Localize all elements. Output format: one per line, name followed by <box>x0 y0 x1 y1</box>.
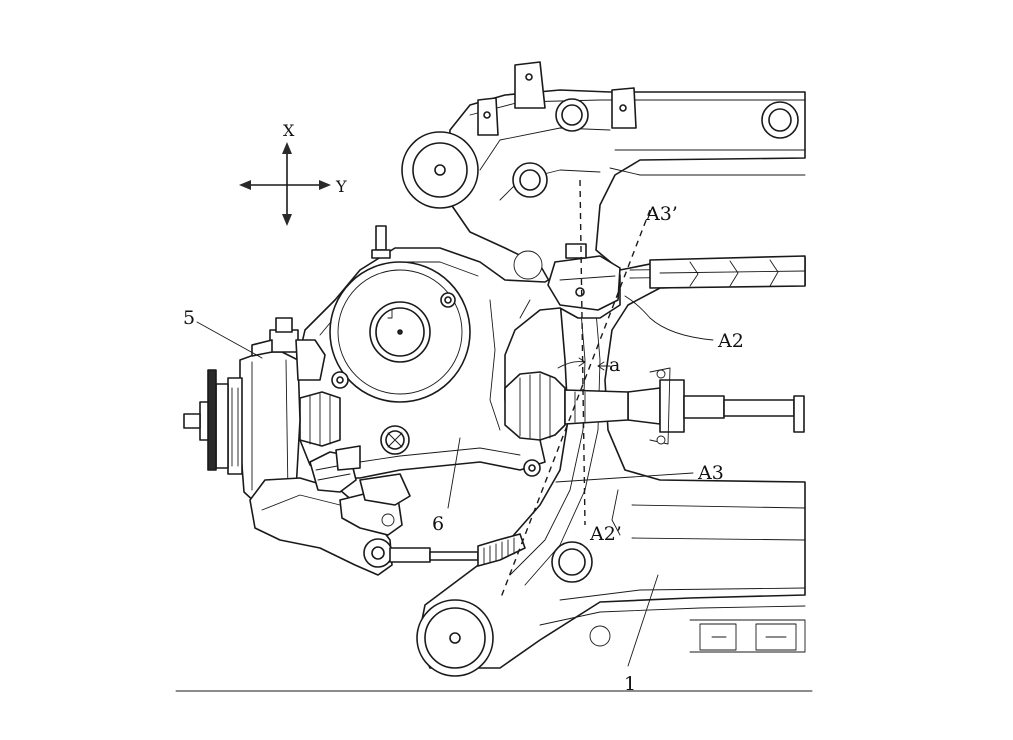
upper-mount <box>547 243 621 311</box>
callout-labels: 5 6 1 A2 A3 A2’ A3’ a <box>183 203 744 695</box>
angle-marker <box>557 357 611 371</box>
axis-y-label: Y <box>335 177 347 196</box>
cv-boot <box>299 371 629 447</box>
label-a2-prime: A2’ <box>589 523 622 545</box>
label-part-1: 1 <box>624 673 636 695</box>
label-a3-prime: A3’ <box>645 203 678 225</box>
subframe <box>401 61 806 677</box>
coordinate-axes: X Y <box>239 121 347 226</box>
reference-lines <box>499 179 651 601</box>
lower-arm <box>249 445 526 576</box>
drive-shaft <box>627 367 805 445</box>
arrow-right-icon <box>319 180 331 190</box>
trailing-arm <box>294 225 621 479</box>
label-angle-a: a <box>609 354 620 376</box>
leader-lines <box>196 295 714 667</box>
arrow-left-icon <box>239 180 251 190</box>
label-part-5: 5 <box>183 307 195 329</box>
axis-x-label: X <box>283 121 295 140</box>
arrow-down-icon <box>282 214 292 226</box>
axis-a2-a2prime <box>579 179 586 526</box>
label-part-6: 6 <box>432 513 444 535</box>
axis-a3-a3prime <box>499 209 651 601</box>
arrow-up-icon <box>282 142 292 154</box>
label-a3: A3 <box>697 462 724 484</box>
label-a2: A2 <box>717 330 744 352</box>
